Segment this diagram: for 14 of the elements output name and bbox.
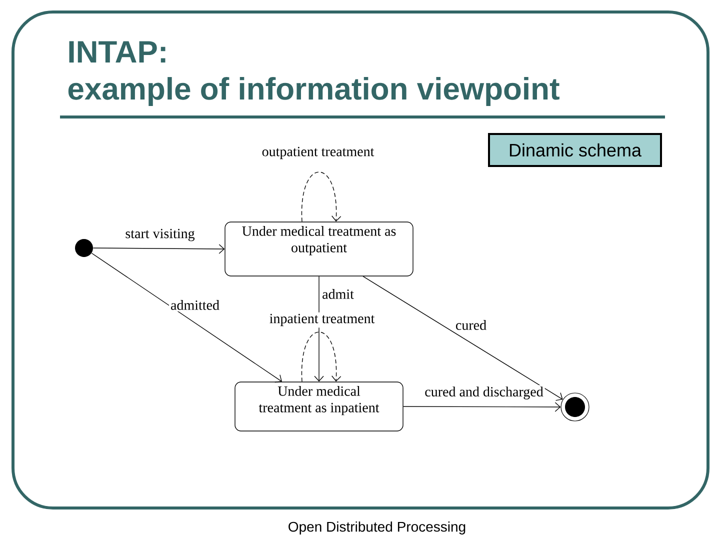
edge-label: cured and discharged — [423, 385, 545, 401]
edge-label: cured — [454, 318, 488, 332]
label-box: Dinamic schema — [488, 133, 662, 167]
final-state — [560, 392, 590, 422]
edge-label: outpatient treatment — [260, 145, 376, 161]
edge-label: inpatient treatment — [268, 312, 376, 328]
initial-state — [75, 239, 93, 257]
state-box: Under medical treatment as outpatient — [224, 222, 414, 276]
edge-label: start visiting — [124, 227, 196, 243]
title: INTAP: example of information viewpoint — [68, 41, 560, 106]
footer-text: Open Distributed Processing — [288, 521, 466, 534]
edge-label: admit — [320, 288, 356, 300]
edge-label: admitted — [169, 298, 221, 312]
state-box: Under medical treatment as inpatient — [234, 382, 404, 432]
